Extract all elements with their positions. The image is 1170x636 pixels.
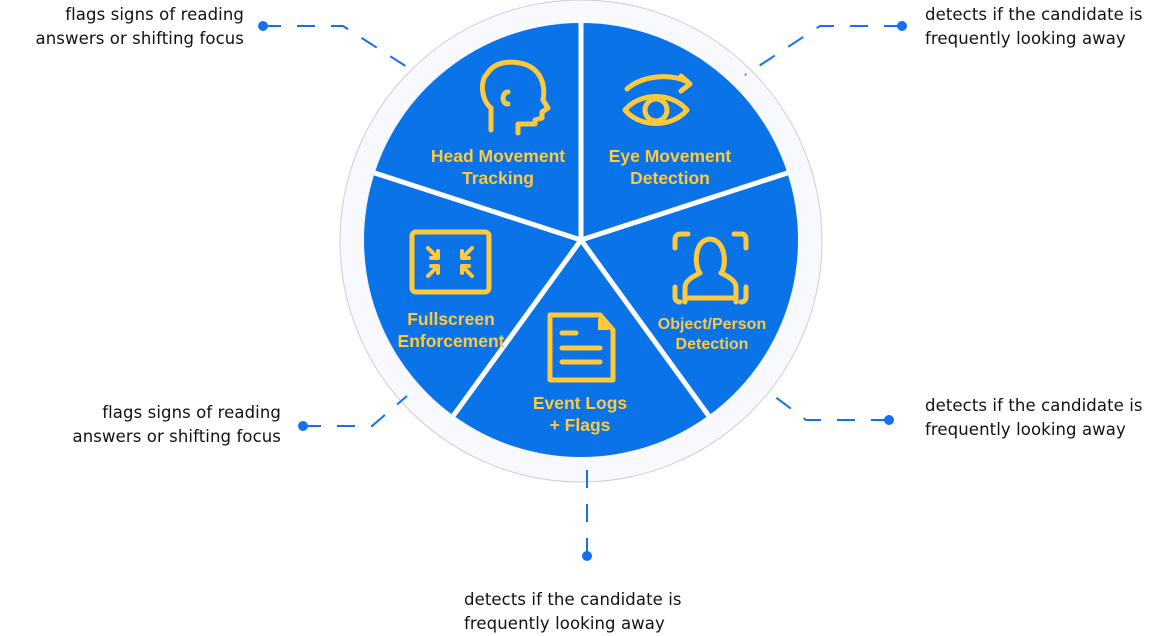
callout-line: detects if the candidate is [464,590,682,609]
connector-dot-top-right [897,21,907,31]
callout-bottom: detects if the candidate is frequently l… [464,588,682,636]
callout-line: frequently looking away [464,614,665,633]
slice-divider [451,238,584,418]
callout-line: frequently looking away [925,29,1126,48]
callout-line: frequently looking away [925,420,1126,439]
connector-dot-bottom [582,551,592,561]
callout-line: detects if the candidate is [925,5,1143,24]
callout-line: flags signs of reading [102,403,281,422]
exit-fullscreen-icon [409,229,492,295]
connector-bottom-right [765,389,889,421]
callout-line: detects if the candidate is [925,396,1143,415]
slice-divider [578,238,711,418]
pie-slice-eye-movement [581,23,788,240]
connectors [263,25,902,556]
eye-redirect-icon [622,73,693,126]
connector-dot-bottom-left [298,421,308,431]
callout-bottom-left: flags signs of reading answers or shifti… [73,401,281,449]
slice-dividers [373,23,789,418]
connector-top-left [263,25,419,75]
slice-label-event-logs: Event Logs+ Flags [533,393,628,435]
callout-line: answers or shifting focus [35,29,244,48]
slice-divider [580,170,789,243]
callout-top-right: detects if the candidate is frequently l… [925,3,1143,51]
person-scan-icon [672,231,749,305]
connector-top-right [744,25,902,76]
pie-slice-head-movement [374,23,581,240]
callout-line: flags signs of reading [65,5,244,24]
document-icon [547,312,616,383]
callout-line: answers or shifting focus [72,427,281,446]
connector-dot-bottom-right [884,415,894,425]
connector-bottom-left [303,395,408,427]
slice-divider [373,170,582,243]
callout-top-left: flags signs of reading answers or shifti… [36,3,244,51]
callout-bottom-right: detects if the candidate is frequently l… [925,394,1143,442]
head-profile-icon [480,59,551,136]
connector-dot-top-left [258,21,268,31]
connector-dots [258,21,907,561]
